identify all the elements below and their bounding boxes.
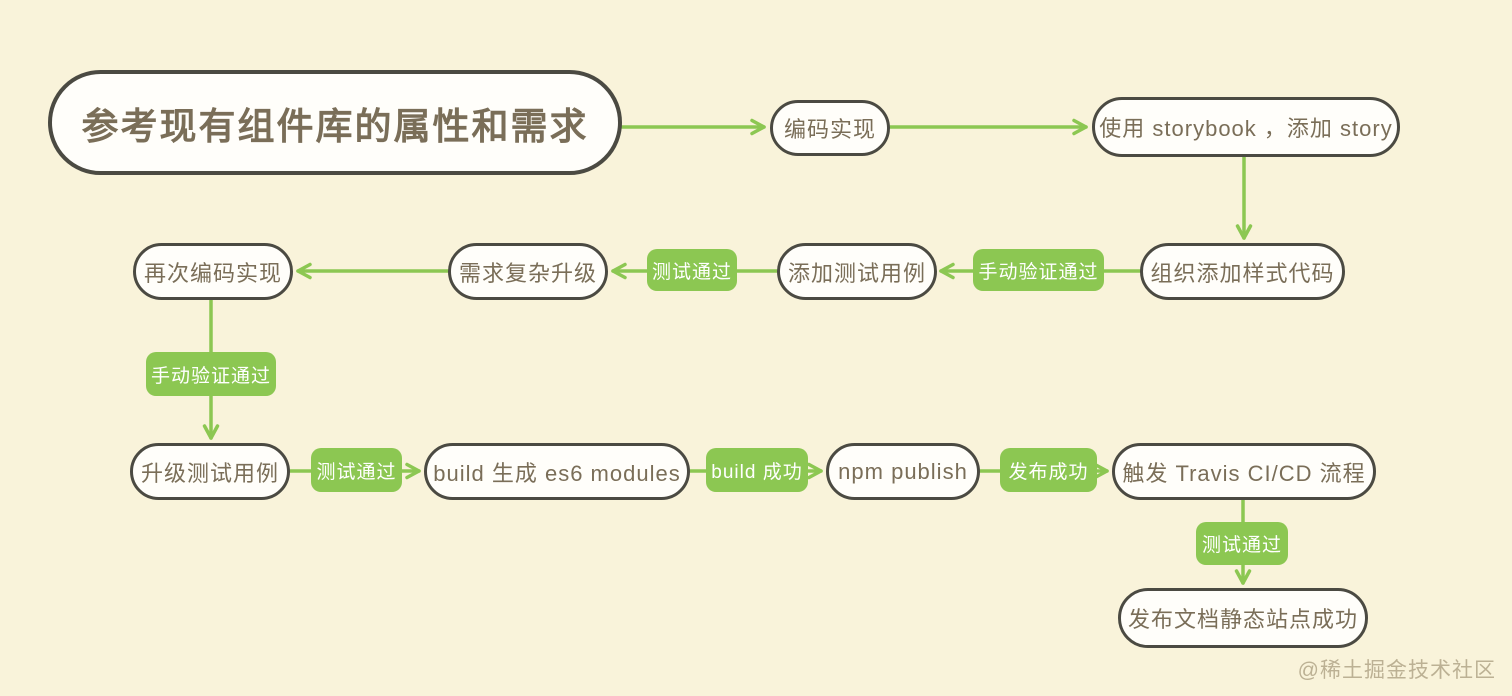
edge-label-publish-success: 发布成功 (1000, 448, 1097, 492)
node-npm-publish: npm publish (826, 443, 980, 500)
node-style-code: 组织添加样式代码 (1140, 243, 1345, 300)
juejin-watermark: @稀土掘金技术社区 (1297, 659, 1496, 682)
node-add-test-cases: 添加测试用例 (777, 243, 937, 300)
edge-label-test-passed-row3: 测试通过 (311, 448, 402, 492)
edge-label-test-passed-right: 测试通过 (1196, 522, 1288, 565)
node-coding: 编码实现 (770, 100, 890, 156)
node-build-es6-modules: build 生成 es6 modules (424, 443, 690, 500)
node-upgrade-test-cases: 升级测试用例 (130, 443, 290, 500)
node-travis-cicd: 触发 Travis CI/CD 流程 (1112, 443, 1376, 500)
node-requirement-complex-upgrade: 需求复杂升级 (448, 243, 608, 300)
edge-label-manual-verify-passed-left: 手动验证通过 (146, 352, 276, 396)
node-recode: 再次编码实现 (133, 243, 293, 300)
node-reference-requirements: 参考现有组件库的属性和需求 (48, 70, 622, 175)
edge-label-build-success: build 成功 (706, 448, 808, 492)
node-docs-site-published: 发布文档静态站点成功 (1118, 588, 1368, 648)
node-storybook: 使用 storybook ，添加 story (1092, 97, 1400, 157)
edge-label-manual-verify-passed-row2: 手动验证通过 (973, 249, 1104, 291)
edge-label-test-passed-row2: 测试通过 (647, 249, 737, 291)
